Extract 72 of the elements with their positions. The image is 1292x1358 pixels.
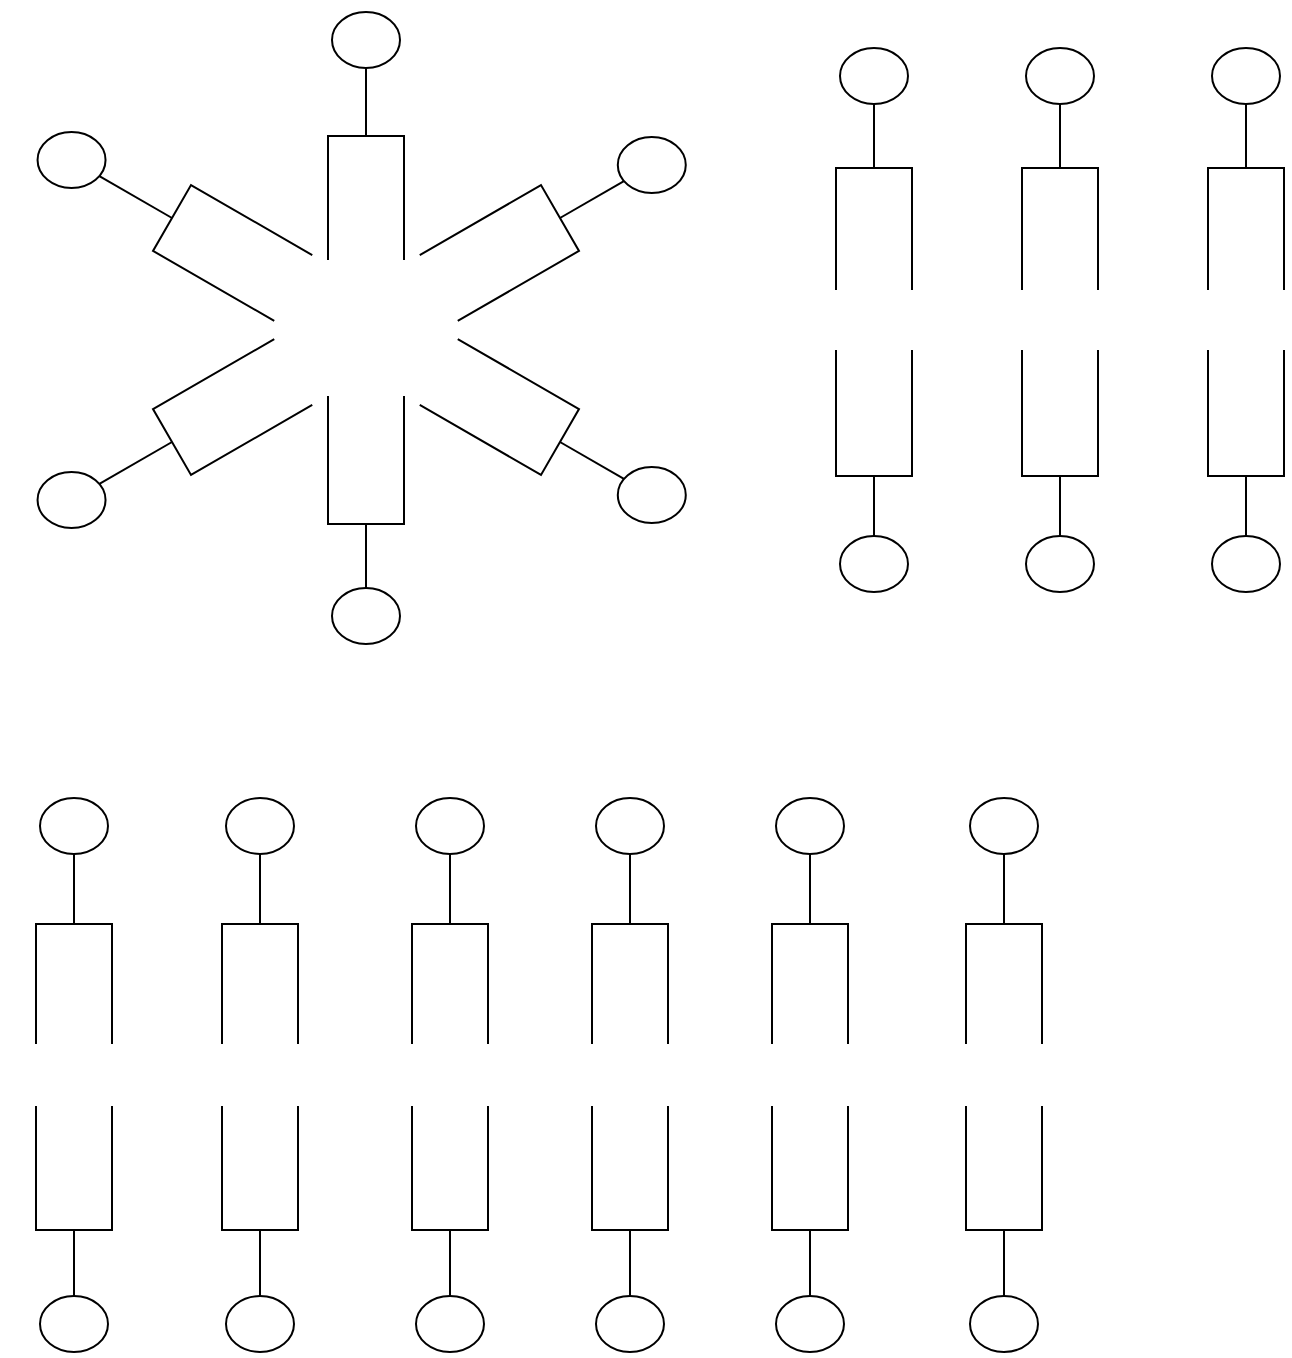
open-box bbox=[771, 923, 849, 1045]
circle-node bbox=[225, 1295, 295, 1353]
open-box bbox=[418, 183, 581, 322]
connector-line bbox=[559, 441, 625, 480]
connector-line bbox=[629, 853, 631, 925]
open-box bbox=[411, 923, 489, 1045]
circle-node bbox=[36, 131, 107, 189]
circle-node bbox=[969, 1295, 1039, 1353]
connector-line bbox=[809, 853, 811, 925]
connector-line bbox=[259, 1229, 261, 1297]
connector-line bbox=[1245, 103, 1247, 169]
circle-node bbox=[775, 797, 845, 855]
open-box bbox=[411, 1105, 489, 1231]
open-box bbox=[327, 135, 405, 261]
connector-line bbox=[559, 180, 625, 219]
connector-line bbox=[873, 475, 875, 537]
open-box bbox=[835, 167, 913, 291]
circle-node bbox=[839, 47, 909, 105]
circle-node bbox=[36, 471, 107, 529]
circle-node bbox=[616, 136, 687, 194]
circle-node bbox=[969, 797, 1039, 855]
connector-line bbox=[809, 1229, 811, 1297]
connector-line bbox=[1003, 853, 1005, 925]
connector-line bbox=[259, 853, 261, 925]
connector-line bbox=[449, 1229, 451, 1297]
connector-line bbox=[73, 853, 75, 925]
circle-node bbox=[1211, 535, 1281, 593]
circle-node bbox=[1211, 47, 1281, 105]
connector-line bbox=[1059, 103, 1061, 169]
circle-node bbox=[616, 466, 687, 524]
open-box bbox=[591, 1105, 669, 1231]
open-box bbox=[35, 1105, 113, 1231]
connector-line bbox=[873, 103, 875, 169]
open-box bbox=[221, 923, 299, 1045]
open-box bbox=[418, 338, 581, 477]
connector-line bbox=[629, 1229, 631, 1297]
circle-node bbox=[415, 1295, 485, 1353]
open-box bbox=[327, 395, 405, 525]
connector-line bbox=[1245, 475, 1247, 537]
circle-node bbox=[595, 1295, 665, 1353]
connector-line bbox=[365, 523, 367, 589]
circle-node bbox=[595, 797, 665, 855]
open-box bbox=[1021, 167, 1099, 291]
open-box bbox=[965, 1105, 1043, 1231]
circle-node bbox=[331, 11, 401, 69]
open-box bbox=[591, 923, 669, 1045]
circle-node bbox=[775, 1295, 845, 1353]
circle-node bbox=[1025, 47, 1095, 105]
open-box bbox=[35, 923, 113, 1045]
connector-line bbox=[73, 1229, 75, 1297]
connector-line bbox=[365, 67, 367, 137]
connector-line bbox=[98, 175, 173, 219]
open-box bbox=[965, 923, 1043, 1045]
circle-node bbox=[1025, 535, 1095, 593]
circle-node bbox=[39, 1295, 109, 1353]
connector-line bbox=[98, 441, 173, 485]
open-box bbox=[835, 349, 913, 477]
open-box bbox=[1207, 349, 1285, 477]
circle-node bbox=[415, 797, 485, 855]
open-box bbox=[151, 183, 314, 322]
circle-node bbox=[225, 797, 295, 855]
circle-node bbox=[39, 797, 109, 855]
open-box bbox=[1021, 349, 1099, 477]
open-box bbox=[771, 1105, 849, 1231]
connector-line bbox=[1059, 475, 1061, 537]
open-box bbox=[1207, 167, 1285, 291]
connector-line bbox=[1003, 1229, 1005, 1297]
connector-line bbox=[449, 853, 451, 925]
circle-node bbox=[839, 535, 909, 593]
open-box bbox=[221, 1105, 299, 1231]
circle-node bbox=[331, 587, 401, 645]
open-box bbox=[151, 338, 314, 477]
